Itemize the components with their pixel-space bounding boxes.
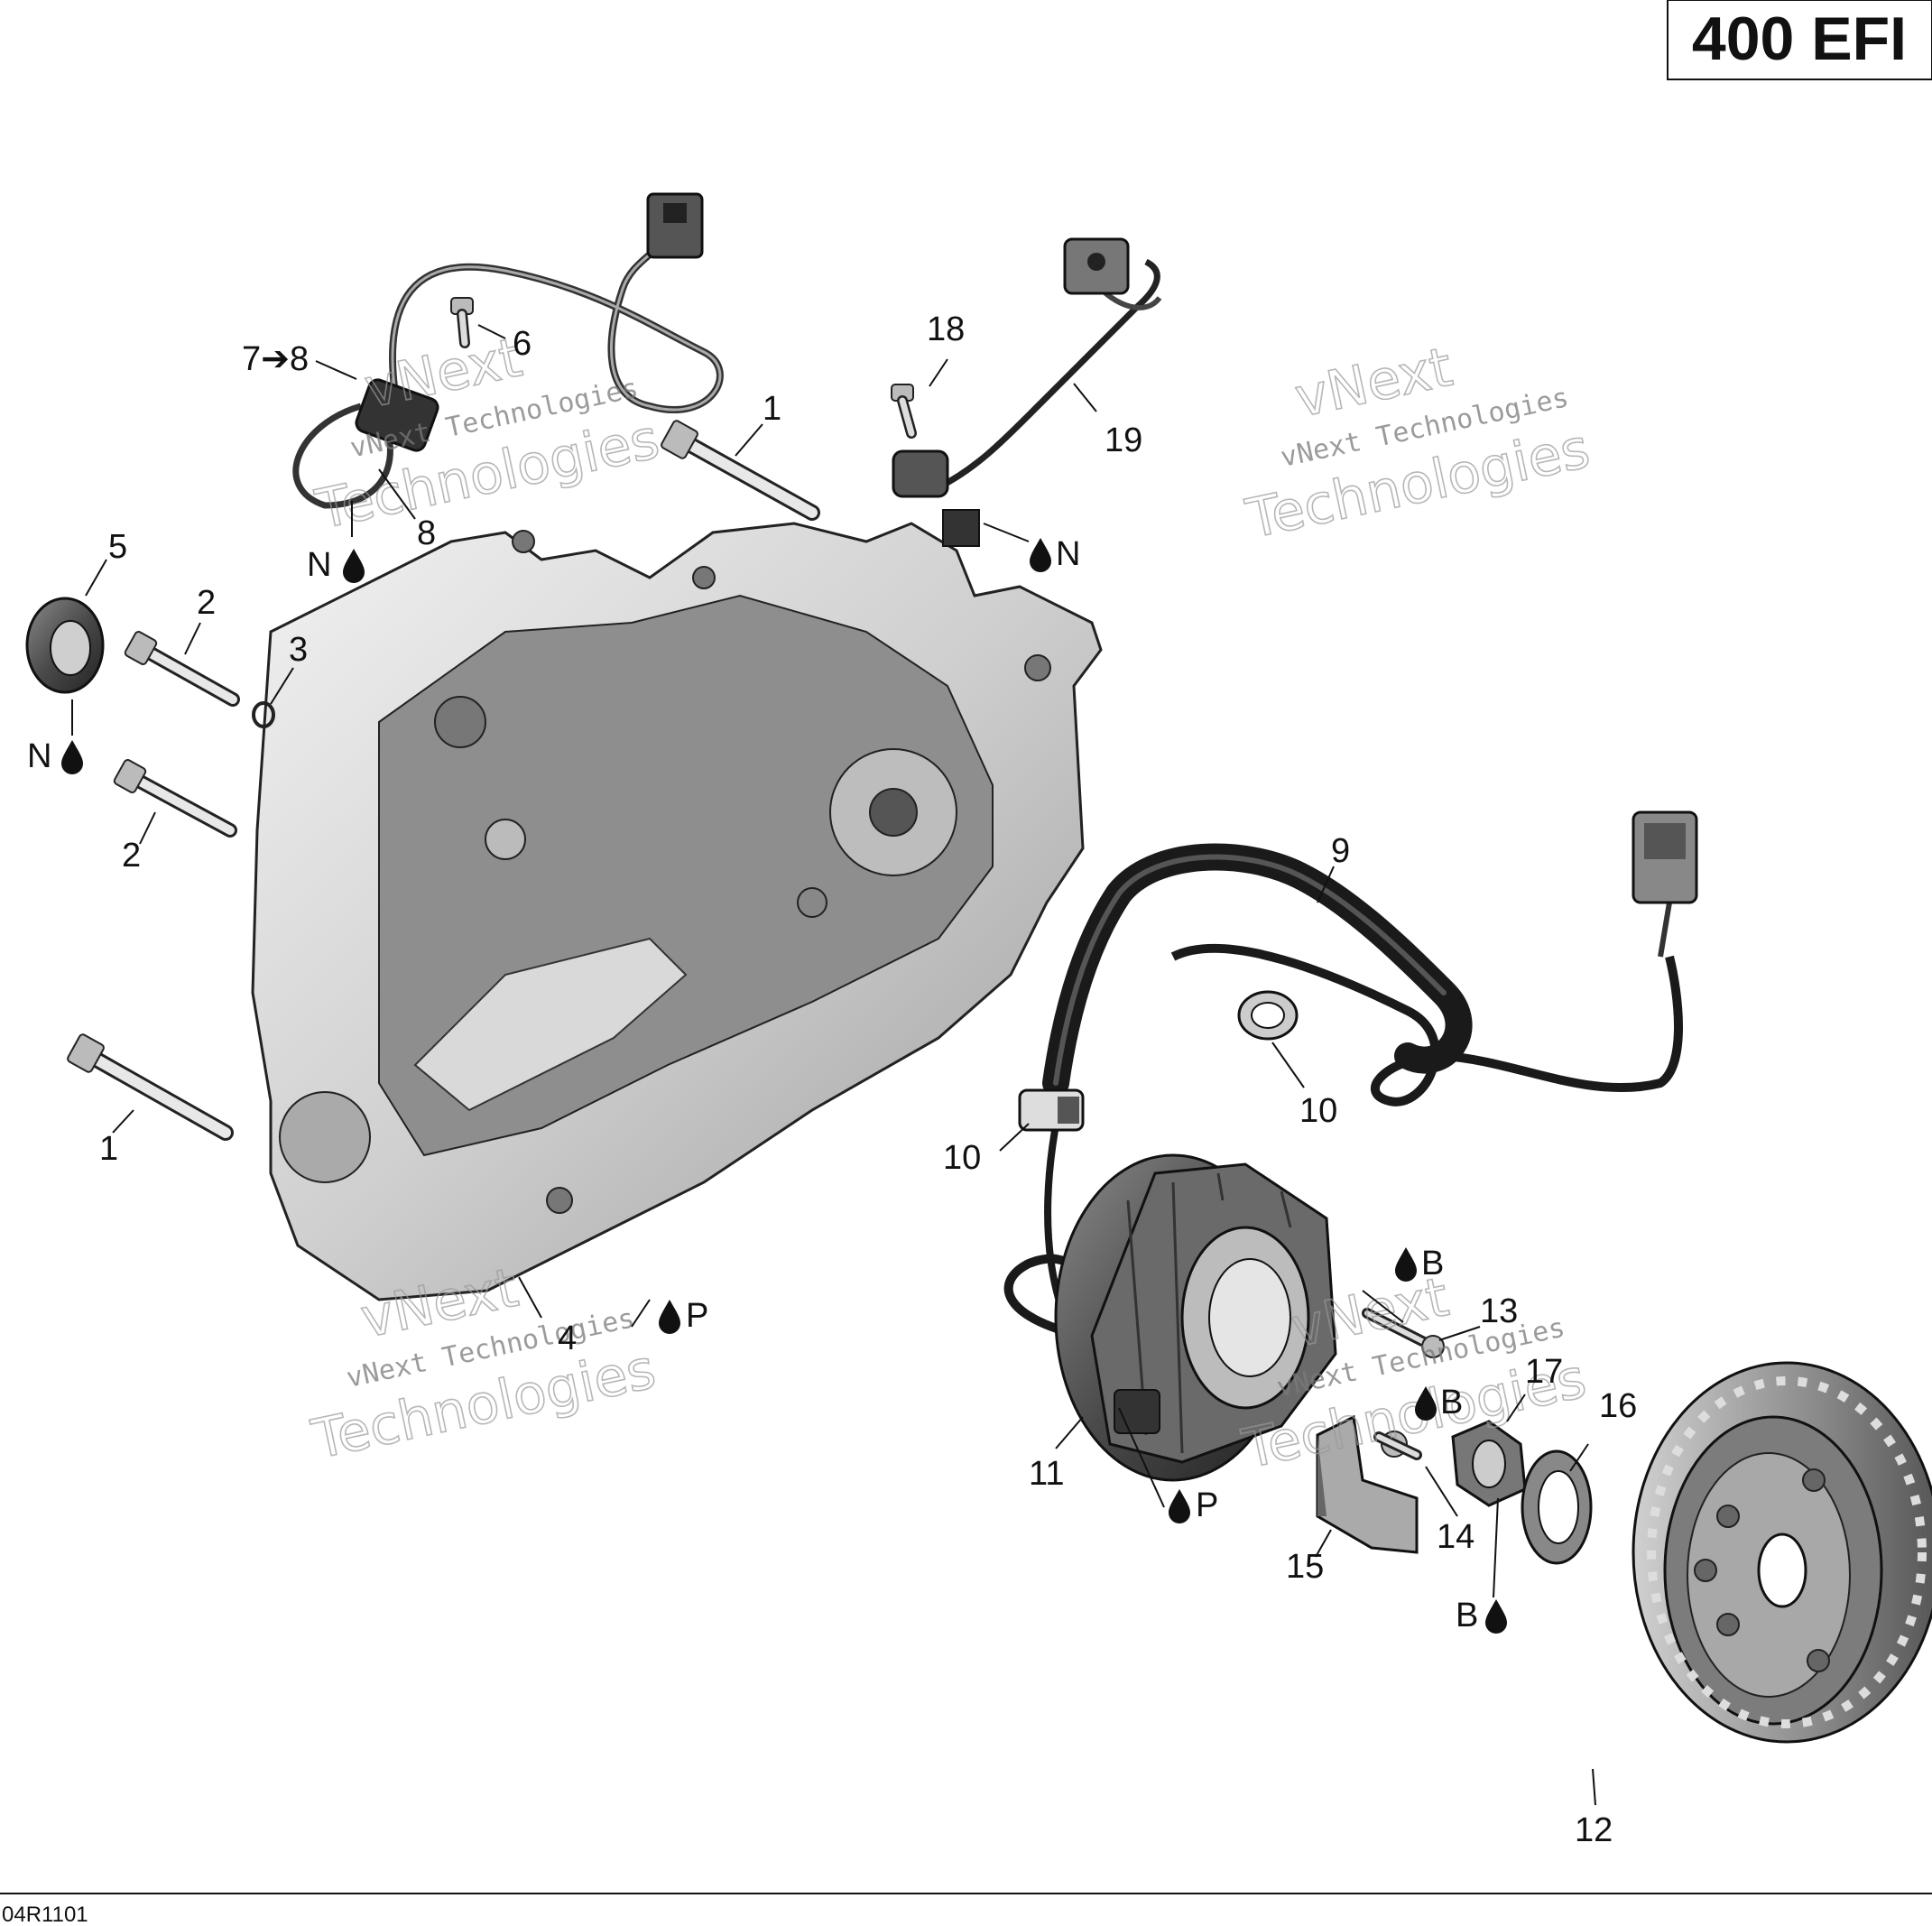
callout-9: 9 <box>1331 832 1350 870</box>
oil-drop-icon <box>1395 1247 1417 1282</box>
lube-mark-b-screw-13: B <box>1395 1245 1444 1282</box>
bolt-part-1-lower <box>67 1033 234 1141</box>
callout-3: 3 <box>289 631 308 669</box>
bolt-part-1-upper <box>661 420 820 521</box>
oil-seal-part-5 <box>25 597 105 694</box>
clamp-part-10-upper <box>1237 990 1299 1041</box>
oil-drop-icon <box>1485 1599 1507 1634</box>
callout-1-upper: 1 <box>763 390 781 428</box>
callout-12: 12 <box>1575 1811 1613 1849</box>
callout-14: 14 <box>1437 1518 1474 1556</box>
watermark-2: vNext vNext Technologies Technologies <box>1240 335 1595 552</box>
screw-part-18 <box>891 384 917 439</box>
screw-part-14 <box>1373 1431 1422 1460</box>
lube-mark-b-nut-17: B <box>1456 1597 1507 1634</box>
reference-code: 04R1101 <box>2 1903 88 1926</box>
model-label-box: 400 EFI <box>1667 0 1932 80</box>
callout-13: 13 <box>1480 1292 1518 1330</box>
callout-2-lower: 2 <box>122 837 141 875</box>
watermark-4: vNext vNext Technologies Technologies <box>1236 1264 1592 1482</box>
lube-mark-p-stator: P <box>1169 1486 1218 1524</box>
callout-6: 6 <box>513 325 532 363</box>
lube-mark-b-screw-14: B <box>1415 1384 1463 1421</box>
callout-18: 18 <box>927 310 965 348</box>
svg-text:N: N <box>1056 535 1080 573</box>
oil-drop-icon <box>1415 1386 1437 1421</box>
flywheel-part-12 <box>1632 1361 1932 1744</box>
screw-part-13 <box>1362 1308 1445 1358</box>
svg-text:N: N <box>27 737 51 775</box>
clamp-part-10-lower <box>1018 1088 1085 1132</box>
sensor-part-19 <box>892 237 1162 547</box>
leader-lines <box>71 324 1596 1806</box>
callouts: 1 1 2 2 3 4 5 6 7➔8 8 9 10 10 11 12 13 1… <box>99 310 1637 1849</box>
svg-text:B: B <box>1421 1245 1444 1282</box>
sensor-harness-part-7-8 <box>292 192 724 509</box>
callout-10-upper: 10 <box>1299 1092 1337 1130</box>
oil-drop-icon <box>61 740 83 774</box>
callout-1-lower: 1 <box>99 1130 118 1168</box>
lube-mark-n-sensor-19: N <box>1030 535 1080 573</box>
callout-10-lower: 10 <box>943 1139 981 1177</box>
lube-mark-p-cover: P <box>659 1297 708 1335</box>
oil-drop-icon <box>343 549 365 583</box>
oil-drop-icon <box>659 1300 680 1334</box>
bracket-part-15 <box>1316 1414 1419 1554</box>
callout-17: 17 <box>1525 1353 1563 1391</box>
svg-text:N: N <box>307 546 331 584</box>
bolt-part-2-lower <box>113 759 237 838</box>
washer-part-16 <box>1521 1449 1593 1565</box>
model-label: 400 EFI <box>1692 5 1907 73</box>
callout-2-upper: 2 <box>197 584 216 622</box>
svg-text:P: P <box>1196 1486 1218 1524</box>
callout-15: 15 <box>1286 1548 1324 1586</box>
oil-drop-icon <box>1030 538 1051 572</box>
svg-text:B: B <box>1456 1597 1478 1634</box>
lube-mark-n-seal-5: N <box>27 737 83 775</box>
watermark-1: vNext vNext Technologies Technologies <box>310 326 665 543</box>
callout-8: 8 <box>417 514 436 552</box>
o-ring-part-3 <box>252 701 275 728</box>
callout-7-to-8: 7➔8 <box>242 340 309 378</box>
magneto-cover <box>251 522 1103 1301</box>
lubricant-marks: N N N P P B B B <box>27 535 1507 1634</box>
callout-11: 11 <box>1029 1455 1064 1493</box>
bolt-part-2-upper <box>124 631 240 707</box>
callout-4: 4 <box>558 1319 577 1357</box>
stator-part-11 <box>1003 1153 1337 1482</box>
svg-text:B: B <box>1440 1384 1463 1421</box>
oil-drop-icon <box>1169 1489 1190 1523</box>
callout-19: 19 <box>1105 421 1142 459</box>
screw-part-6 <box>450 297 474 348</box>
callout-16: 16 <box>1599 1387 1637 1425</box>
callout-5: 5 <box>108 528 127 566</box>
lube-mark-n-sensor-7: N <box>307 546 365 584</box>
svg-text:P: P <box>686 1297 708 1335</box>
